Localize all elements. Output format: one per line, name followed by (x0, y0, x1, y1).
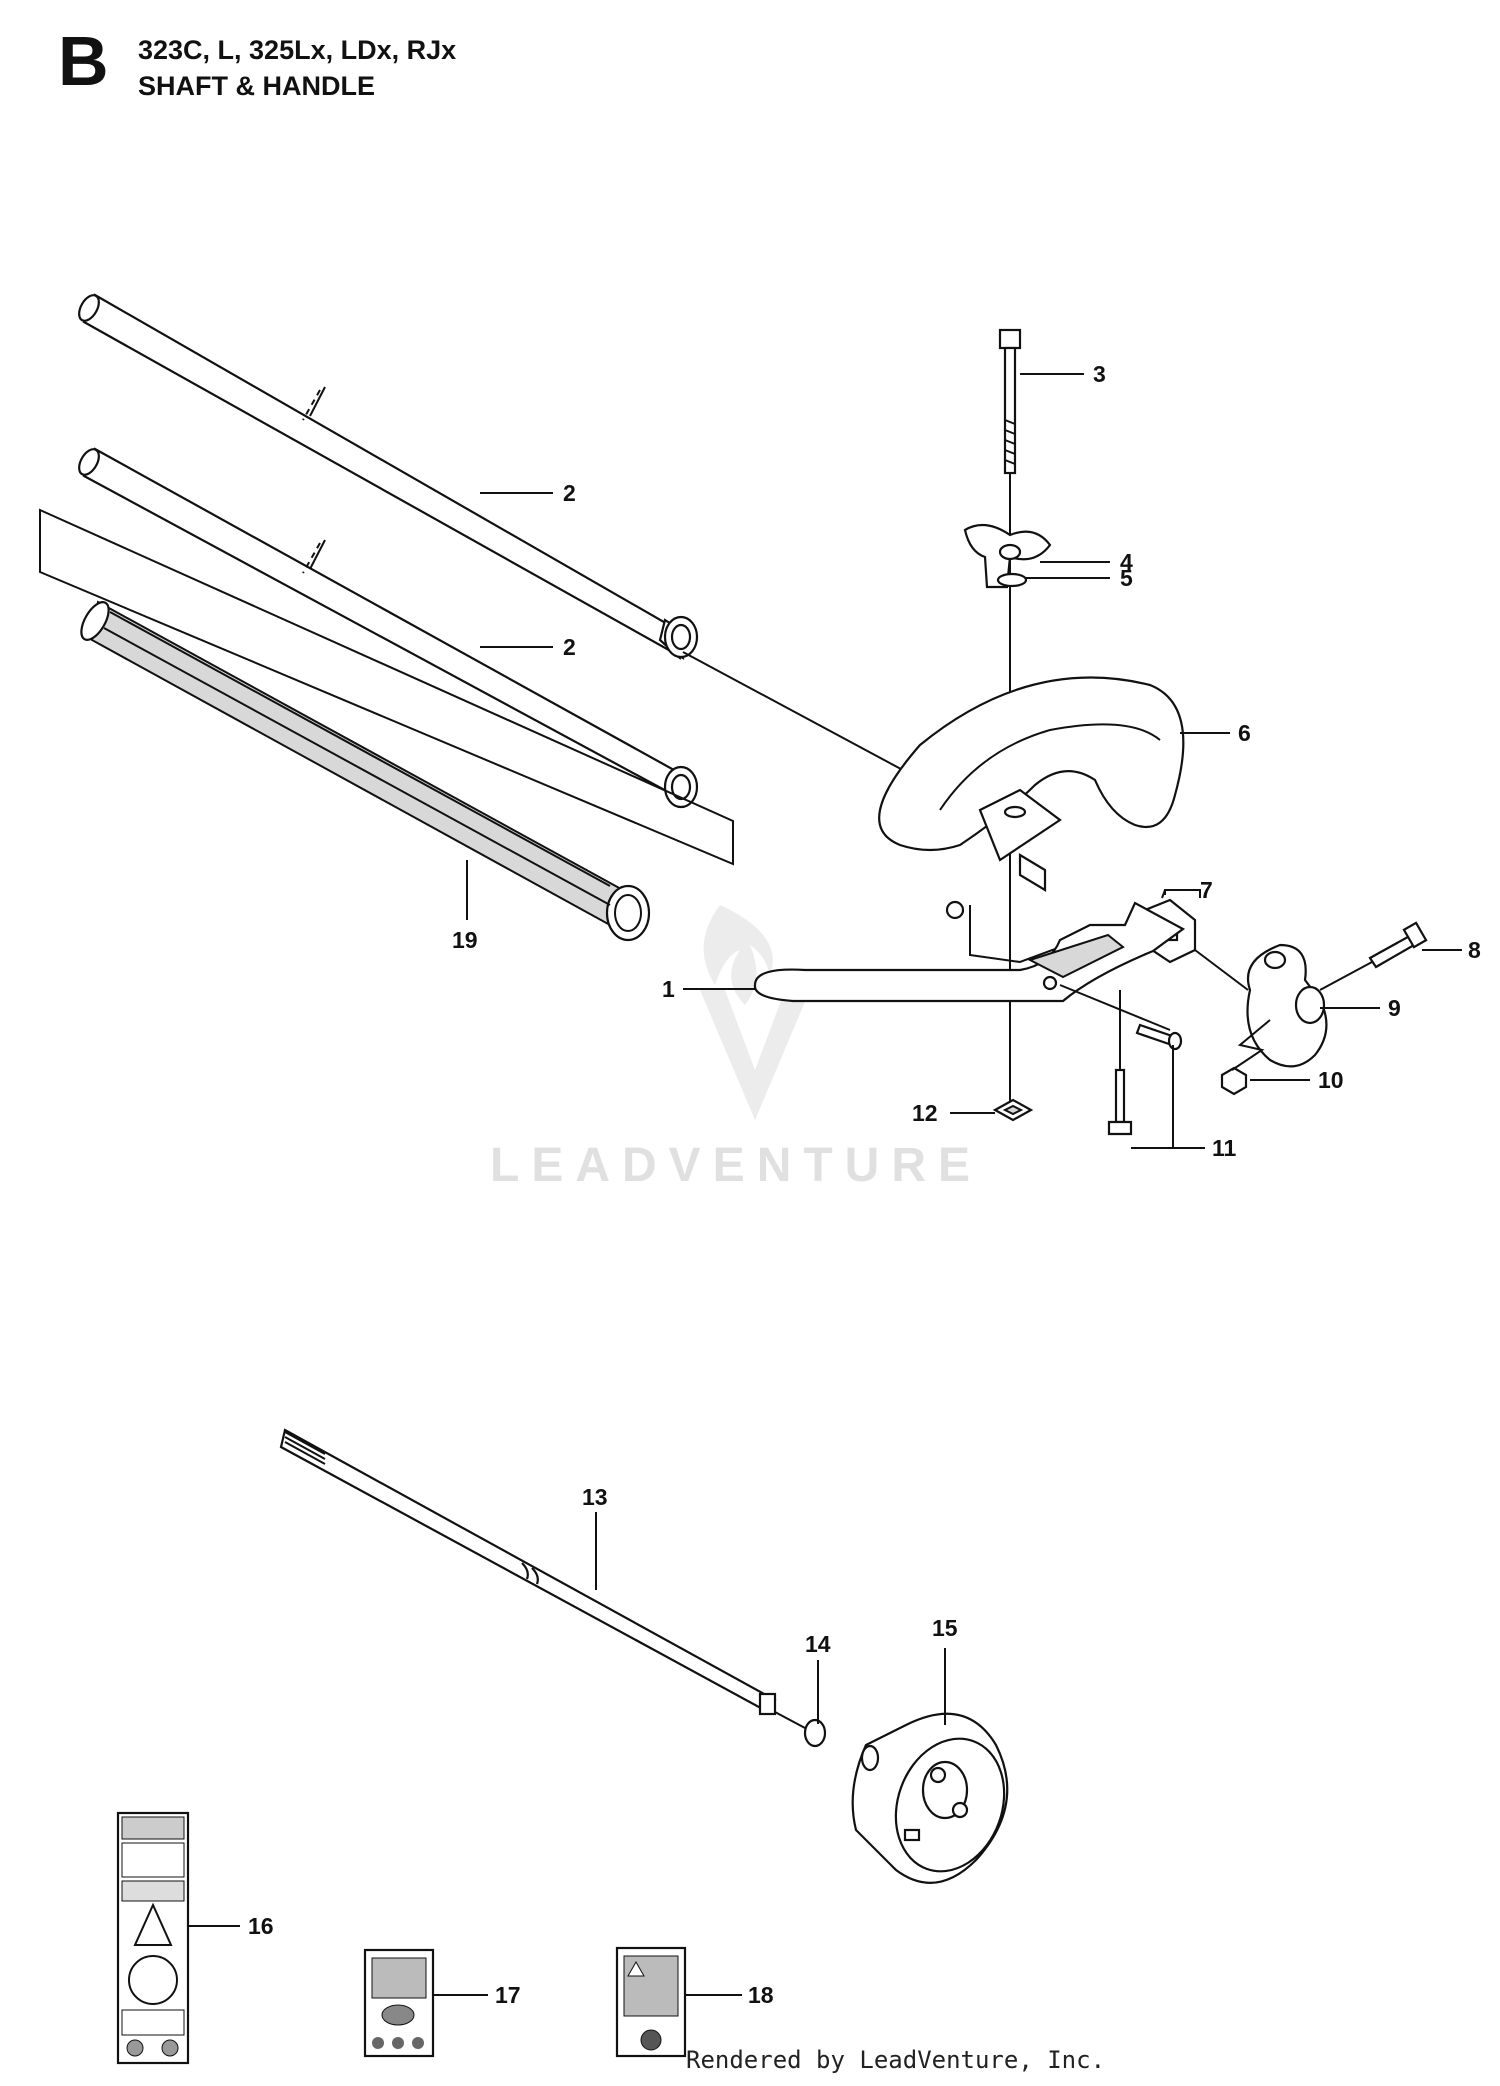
part-12-nut-hole (1002, 1104, 1024, 1116)
part-15-clutch-drum (851, 1712, 1009, 1884)
model-list: 323C, L, 325Lx, LDx, RJx (138, 35, 457, 65)
part-14-ring (803, 1718, 827, 1748)
part-9-clamp-housing (1246, 943, 1328, 1068)
part-3-bolt (998, 328, 1022, 475)
part-10-nut (1220, 1019, 1271, 1096)
handle-axis-line (1059, 984, 1171, 1031)
callout-15: 15 (932, 1615, 958, 1641)
callout-14: 14 (805, 1631, 831, 1657)
part-2-upper-tube (78, 293, 692, 660)
callout-10: 10 (1318, 1067, 1344, 1093)
part-16-warning-label (116, 1811, 190, 2065)
footer-credit: Rendered by LeadVenture, Inc. (686, 2046, 1106, 2074)
callout-6: 6 (1238, 720, 1251, 746)
watermark-logo (700, 905, 810, 1120)
callout-2-lower: 2 (563, 634, 576, 660)
callout-19: 19 (452, 927, 478, 953)
part-1-front-handle (753, 901, 1186, 1003)
callout-8: 8 (1468, 937, 1481, 963)
part-8-screw (1368, 921, 1428, 969)
part-17-label (363, 1948, 435, 2058)
watermark-text: LEADVENTURE (490, 1139, 983, 1192)
callout-16: 16 (248, 1913, 274, 1939)
callout-4: 4 (1120, 549, 1133, 575)
tube-2a-bore (670, 623, 692, 651)
part-6-loop-handle (878, 676, 1185, 964)
callout-11: 11 (1212, 1135, 1237, 1161)
callout-13: 13 (582, 1484, 608, 1510)
tube-2b-bore (670, 773, 692, 801)
clamp-axis-line (1194, 949, 1249, 991)
diagram-title: SHAFT & HANDLE (138, 71, 375, 101)
callout-7: 7 (1200, 877, 1213, 903)
assembly-plane (39, 508, 734, 866)
callout-3: 3 (1093, 361, 1106, 387)
part-5-washer (996, 572, 1028, 588)
part-13-drive-shaft (279, 1428, 777, 1716)
callout-5: 5 (1120, 565, 1133, 591)
callout-18: 18 (748, 1982, 774, 2008)
diagram-header: 323C, L, 325Lx, LDx, RJx SHAFT & HANDLE (138, 32, 456, 104)
part-4-knob (963, 523, 1052, 589)
callout-1: 1 (662, 976, 675, 1002)
callout-12: 12 (912, 1100, 938, 1126)
part-2-lower-tube (78, 447, 685, 802)
axis-line (682, 651, 941, 791)
callout-17: 17 (495, 1982, 521, 2008)
ring-axis-line (774, 1711, 806, 1729)
part-19-grip-sleeve (80, 600, 651, 942)
screw-axis-line (1319, 961, 1373, 991)
section-letter: B (58, 22, 109, 100)
callout-2-upper: 2 (563, 480, 576, 506)
part-18-label (615, 1946, 687, 2058)
callout-9: 9 (1388, 995, 1401, 1021)
